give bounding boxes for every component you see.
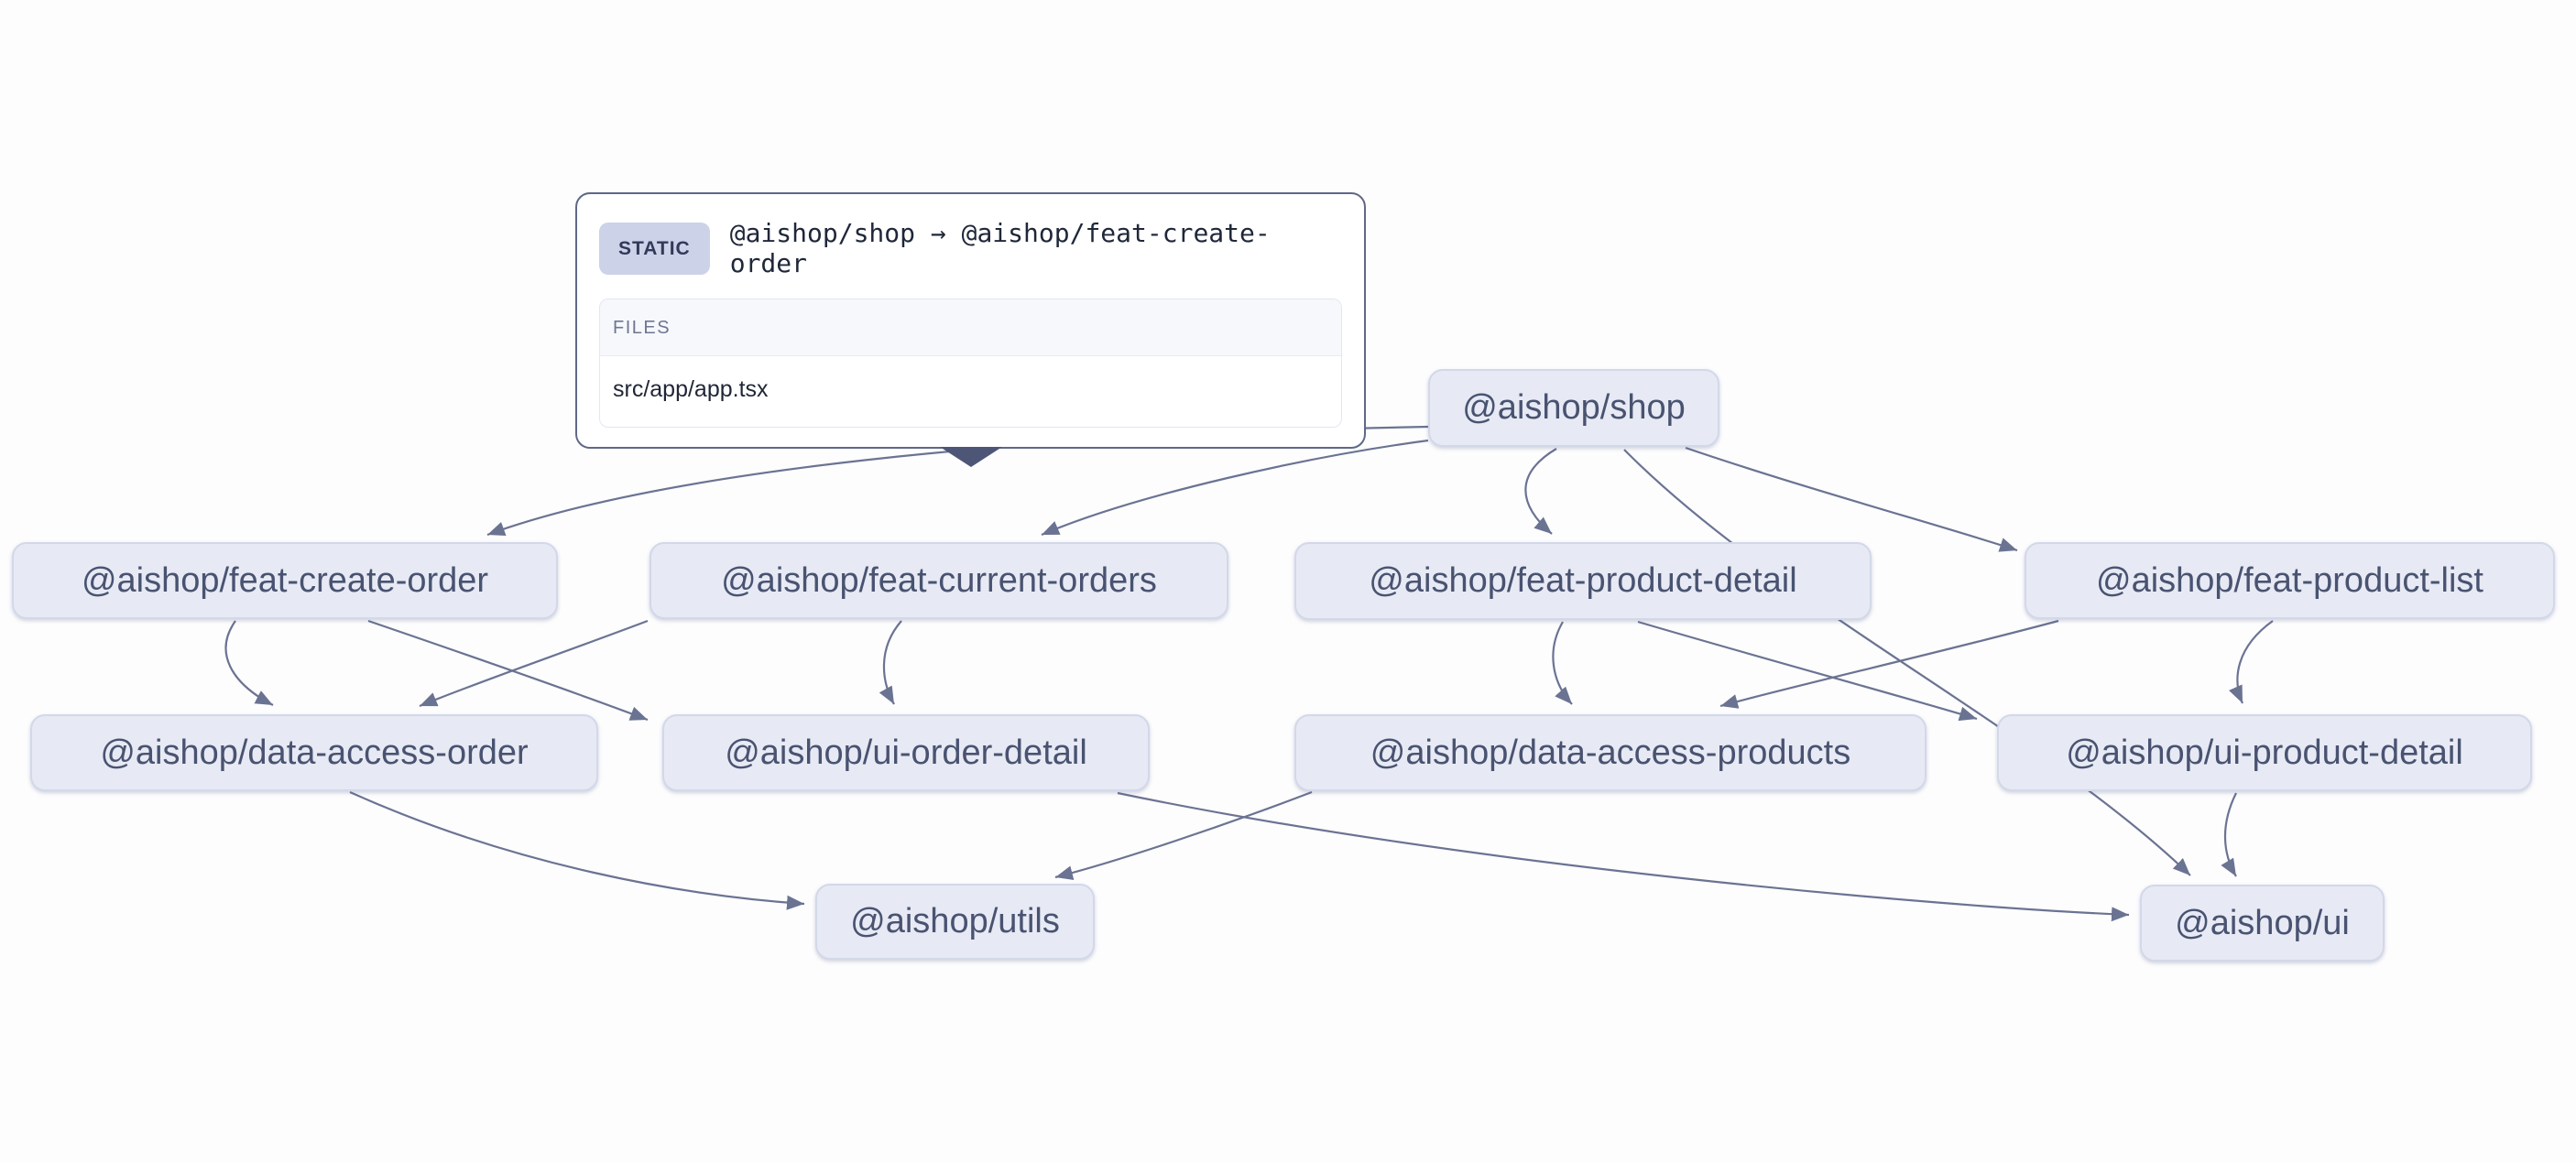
- edge-data-access-order-to-utils[interactable]: [349, 790, 805, 910]
- node-shop[interactable]: @aishop/shop: [1428, 369, 1719, 447]
- edge-feat-product-list-to-ui-product-detail[interactable]: [2228, 620, 2274, 704]
- node-ui[interactable]: @aishop/ui: [2140, 885, 2385, 962]
- edge-feat-product-detail-to-data-access-products[interactable]: [1552, 621, 1573, 705]
- edge-tooltip: STATIC @aishop/shop → @aishop/feat-creat…: [575, 192, 1366, 467]
- node-ui-product-detail[interactable]: @aishop/ui-product-detail: [1997, 714, 2532, 791]
- node-data-access-products[interactable]: @aishop/data-access-products: [1294, 714, 1927, 791]
- node-feat-product-list[interactable]: @aishop/feat-product-list: [2025, 542, 2555, 619]
- edge-feat-product-list-to-data-access-products[interactable]: [1719, 619, 2059, 709]
- edge-feat-current-orders-to-data-access-order[interactable]: [419, 619, 649, 708]
- file-path: src/app/app.tsx: [613, 376, 769, 402]
- edge-feat-current-orders-to-ui-order-detail[interactable]: [879, 620, 902, 705]
- node-data-access-order[interactable]: @aishop/data-access-order: [30, 714, 598, 791]
- node-feat-current-orders[interactable]: @aishop/feat-current-orders: [649, 542, 1228, 619]
- files-header: FILES: [600, 299, 1341, 356]
- edge-ui-product-detail-to-ui[interactable]: [2221, 792, 2237, 877]
- edge-label: @aishop/shop → @aishop/feat-create-order: [729, 218, 1271, 278]
- edge-data-access-products-to-utils[interactable]: [1054, 790, 1313, 881]
- edge-shop-to-feat-product-list[interactable]: [1685, 446, 2018, 552]
- edge-feat-create-order-to-ui-order-detail[interactable]: [367, 619, 649, 722]
- files-box: FILES src/app/app.tsx: [599, 299, 1342, 428]
- edge-feat-create-order-to-data-access-order[interactable]: [224, 620, 274, 706]
- edge-shop-to-feat-product-detail[interactable]: [1524, 448, 1557, 535]
- edge-ui-order-detail-to-ui[interactable]: [1117, 791, 2130, 922]
- node-feat-product-detail[interactable]: @aishop/feat-product-detail: [1294, 542, 1872, 620]
- tooltip-caret: [940, 447, 1002, 467]
- node-ui-order-detail[interactable]: @aishop/ui-order-detail: [662, 714, 1150, 791]
- node-utils[interactable]: @aishop/utils: [815, 884, 1095, 960]
- edge-type-badge: STATIC: [599, 222, 710, 275]
- node-feat-create-order[interactable]: @aishop/feat-create-order: [12, 542, 558, 619]
- tooltip-header: STATIC @aishop/shop → @aishop/feat-creat…: [577, 194, 1364, 278]
- edge-shop-to-ui[interactable]: [1623, 449, 2191, 876]
- edge-shop-to-feat-current-orders[interactable]: [1041, 439, 1429, 537]
- edge-feat-product-detail-to-ui-product-detail[interactable]: [1637, 620, 1978, 722]
